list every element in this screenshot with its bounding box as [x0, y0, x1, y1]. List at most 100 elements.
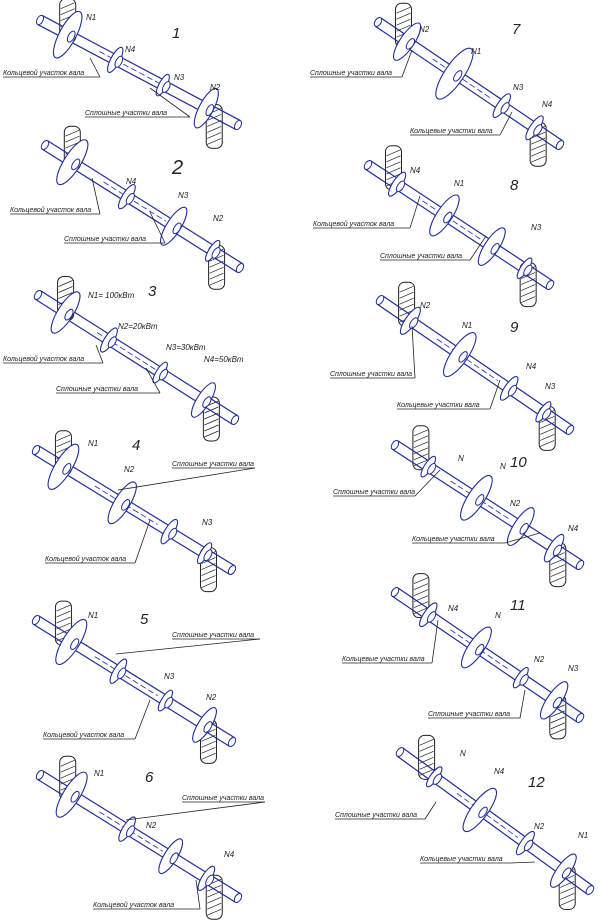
pulley-2 — [460, 626, 492, 669]
power-label: N3 — [531, 223, 542, 232]
power-label: N3 — [174, 73, 185, 82]
hollow-bore — [450, 480, 510, 520]
hollow-bore — [422, 200, 482, 240]
power-label: N1 — [578, 831, 588, 840]
pulley-2 — [429, 194, 460, 237]
section-callout: Сплошные участки вала — [56, 386, 138, 393]
power-label: N2 — [124, 465, 135, 474]
power-label: N2=20кВт — [118, 322, 158, 331]
section-callout: Сплошные участки вала — [85, 110, 167, 117]
power-label: N1 — [86, 13, 96, 22]
pulley-1 — [55, 618, 88, 666]
power-label: N4 — [568, 524, 579, 533]
variant-number: 10 — [510, 454, 527, 471]
power-label: N3 — [513, 83, 524, 92]
pulley-3 — [159, 206, 188, 246]
pulley-2 — [443, 332, 477, 378]
power-label: N — [495, 611, 501, 620]
power-label: N1 — [471, 47, 481, 56]
power-label: N — [500, 462, 506, 471]
variant-number: 3 — [148, 283, 157, 300]
section-callout: Сплошные участки вала — [172, 632, 254, 639]
hollow-bore — [436, 338, 499, 381]
pulley-1 — [50, 291, 81, 334]
variant-number: 2 — [171, 157, 183, 179]
section-callout: Кольцевые участки вала — [342, 656, 425, 663]
power-label: N — [460, 749, 466, 758]
section-callout: Сплошные участки вала — [64, 236, 146, 243]
section-callout: Сплошные участки вала — [182, 795, 264, 802]
power-label: N4 — [125, 45, 136, 54]
hollow-bore — [94, 656, 158, 696]
power-label: N3 — [545, 382, 556, 391]
section-callout: Кольцевые участки вала — [410, 128, 493, 135]
section-callout: Кольцевой участок вала — [45, 555, 126, 563]
section-callout: Кольцевой участок вала — [3, 69, 84, 77]
power-label: N4 — [542, 100, 553, 109]
variant-number: 11 — [510, 597, 526, 614]
power-label: N2 — [210, 83, 221, 92]
power-label: N — [458, 454, 464, 463]
pulley-2 — [107, 481, 137, 525]
power-label: N3 — [178, 191, 189, 200]
pulley-2 — [460, 474, 493, 521]
section-callout: Кольцевой участок вала — [313, 220, 394, 228]
power-label: N1 — [462, 321, 472, 330]
power-label: N3 — [164, 672, 175, 681]
power-label: N4 — [448, 604, 459, 613]
variant-number: 8 — [510, 177, 519, 194]
power-label: N1 — [94, 769, 104, 778]
power-label: N4 — [410, 166, 421, 175]
pulley-3 — [158, 838, 184, 875]
hollow-bore — [99, 51, 163, 86]
variant-number: 6 — [145, 769, 154, 786]
section-callout: Сплошные участки вала — [333, 489, 415, 496]
pulley-2 — [462, 787, 498, 833]
variant-number: 7 — [512, 21, 521, 38]
section-callout: Кольцевые участки вала — [420, 856, 503, 863]
power-label: N2 — [419, 25, 430, 34]
power-label: N3 — [568, 664, 579, 673]
power-label: N4 — [224, 850, 235, 859]
variant-number: 4 — [132, 437, 140, 454]
hollow-bore — [456, 793, 519, 838]
power-label: N1 — [454, 179, 464, 188]
section-callout: Сплошные участки вала — [428, 711, 510, 718]
power-label: N1 — [88, 611, 98, 620]
variant-number: 9 — [510, 319, 519, 336]
pulley-1 — [52, 10, 83, 59]
section-callout: Кольцевой участок вала — [43, 731, 124, 739]
hollow-bore — [103, 181, 167, 222]
variant-number: 1 — [172, 25, 180, 42]
power-label: N4 — [126, 177, 137, 186]
power-label: N3 — [202, 518, 213, 527]
section-callout: Кольцевой участок вала — [3, 355, 84, 363]
power-label: N2 — [213, 214, 224, 223]
power-label: N4 — [494, 767, 505, 776]
power-label: N2 — [420, 301, 431, 310]
power-label: N2 — [510, 499, 521, 508]
hollow-bore — [450, 629, 510, 671]
power-label: N4 — [526, 362, 537, 371]
power-label: N2 — [146, 821, 157, 830]
pulley-2 — [435, 47, 474, 100]
power-label: N3=30кВт — [166, 343, 206, 352]
pulley-1 — [55, 771, 88, 818]
variant-number: 5 — [140, 611, 149, 628]
hollow-bore — [432, 58, 492, 99]
section-callout: Сплошные участки вала — [335, 812, 417, 819]
section-callout: Кольцевые участки вала — [397, 402, 480, 409]
shaft-variant-3: 3N1= 100кВтN2=20кВтN3=30кВтN4=50кВтКольц… — [3, 276, 244, 442]
variant-number: 12 — [528, 774, 545, 791]
power-label: N2 — [534, 655, 545, 664]
